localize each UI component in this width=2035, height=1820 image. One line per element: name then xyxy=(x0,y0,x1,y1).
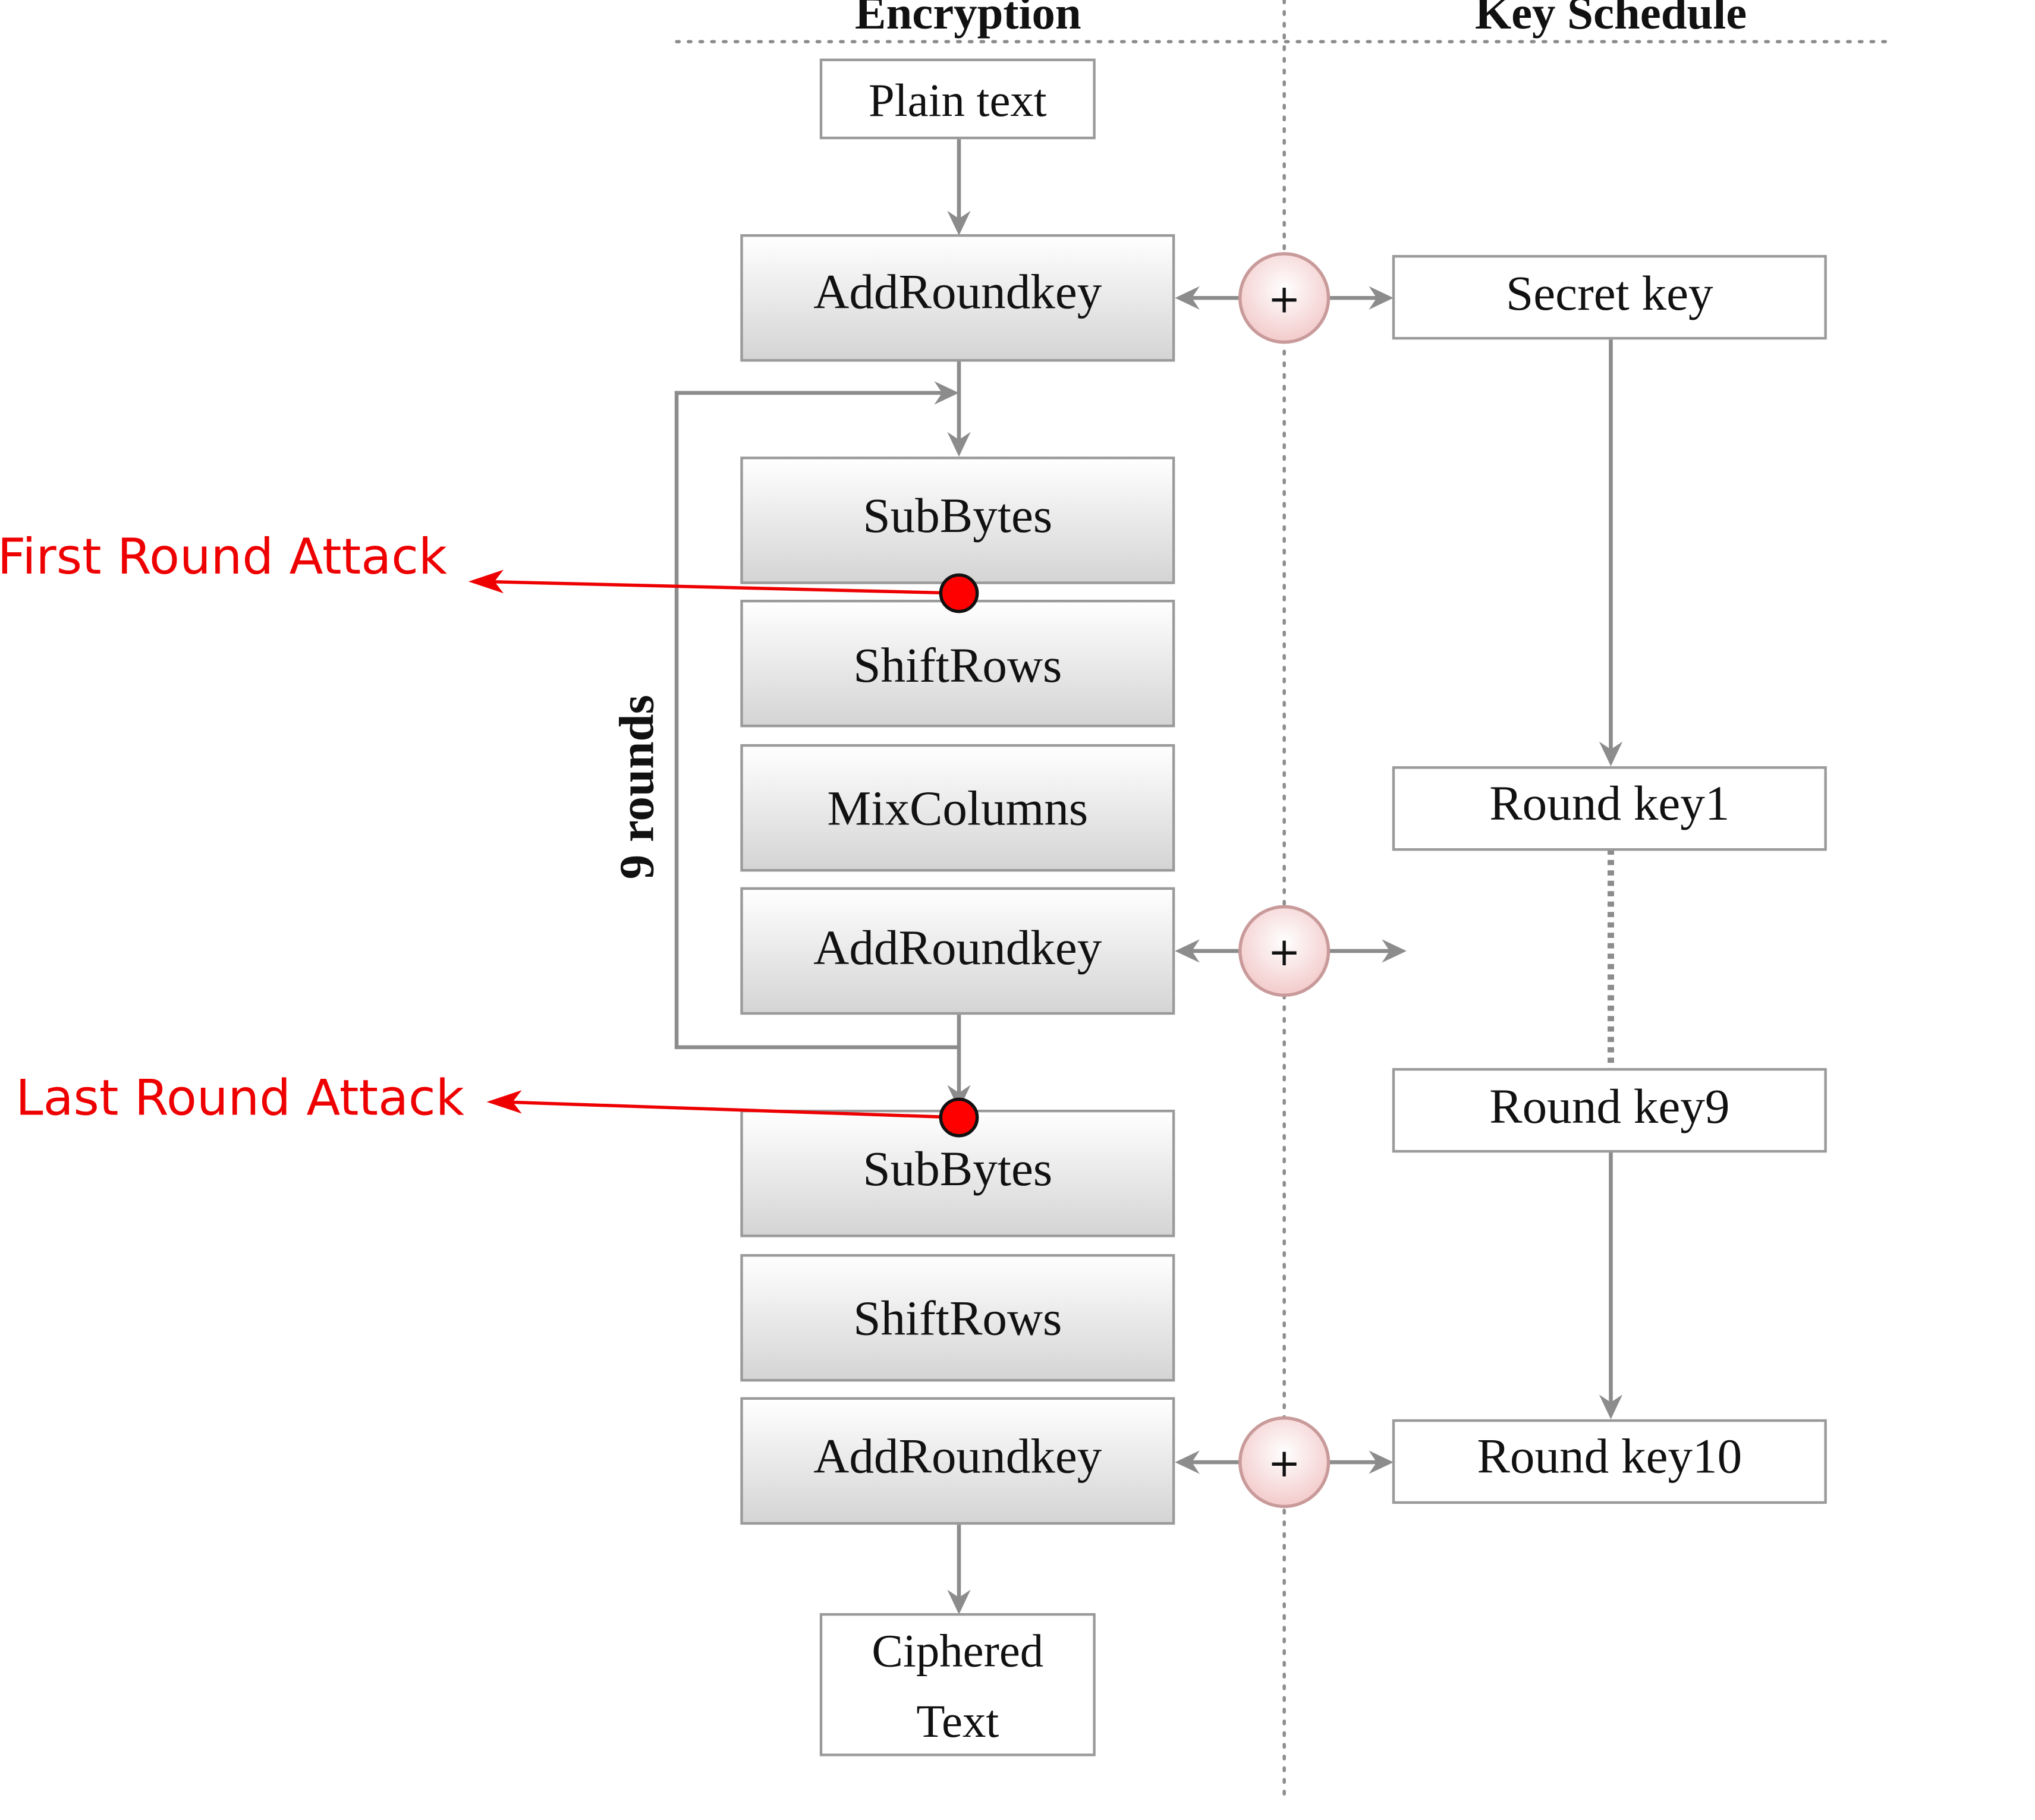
xor-node-round: + xyxy=(1238,905,1331,997)
key-schedule-header: Key Schedule xyxy=(1475,0,1747,39)
round-key-10-node: Round key10 xyxy=(1392,1419,1827,1504)
key-box xyxy=(1392,1068,1827,1153)
secret-key-node: Secret key xyxy=(1392,255,1827,340)
key-box xyxy=(1392,255,1827,340)
xor-circle xyxy=(1238,1416,1331,1509)
step-label: ShiftRows xyxy=(853,638,1062,692)
arrowhead-down xyxy=(947,210,971,236)
xor-symbol: + xyxy=(1268,1441,1301,1486)
step-shift-rows-round: ShiftRows xyxy=(740,600,1175,728)
xor-symbol: + xyxy=(1268,276,1301,322)
step-box xyxy=(740,1254,1175,1382)
attack-arrowhead xyxy=(486,1090,522,1114)
attack-arrow-line xyxy=(484,580,960,595)
xor-symbol: + xyxy=(1268,930,1301,975)
step-label: AddRoundkey xyxy=(813,265,1102,319)
step-box xyxy=(740,887,1175,1015)
step-label: ShiftRows xyxy=(853,1291,1062,1346)
encryption-header: Encryption xyxy=(855,0,1081,39)
xor-circle xyxy=(1238,252,1331,344)
key-label: Secret key xyxy=(1506,266,1713,320)
step-box xyxy=(740,600,1175,728)
step-mix-columns-round: MixColumns xyxy=(740,744,1175,872)
arrow-heads xyxy=(934,210,1623,1615)
step-label: MixColumns xyxy=(827,781,1088,836)
step-box xyxy=(740,456,1175,584)
attack-arrow-line xyxy=(502,1100,960,1119)
key-box xyxy=(1392,1419,1827,1504)
step-box xyxy=(740,234,1175,362)
key-label: Round key1 xyxy=(1489,776,1729,830)
attack-point-dot xyxy=(939,573,979,613)
nine-rounds-label: 9 rounds xyxy=(609,695,664,879)
arrowhead-left xyxy=(1175,939,1200,963)
round-key-9-node: Round key9 xyxy=(1392,1068,1827,1153)
step-sub-bytes-round: SubBytes xyxy=(740,456,1175,584)
step-label: AddRoundkey xyxy=(813,920,1102,975)
ciphered-text-label-line1: Ciphered xyxy=(872,1626,1043,1677)
arrowhead-right xyxy=(1369,1450,1394,1474)
arrowhead-down xyxy=(947,1589,971,1615)
ciphered-text-label-line2: Text xyxy=(916,1696,999,1747)
key-label: Round key10 xyxy=(1477,1429,1742,1484)
arrowhead-down xyxy=(1599,1394,1623,1419)
step-add-round-key-initial: AddRoundkey xyxy=(740,234,1175,362)
last-round-attack-label: Last Round Attack xyxy=(15,1069,464,1127)
ciphered-text-box xyxy=(819,1613,1096,1756)
arrowhead-left xyxy=(1175,1450,1200,1474)
attack-arrowhead xyxy=(468,569,504,594)
first-round-attack-label: First Round Attack xyxy=(0,528,447,585)
arrowhead-left xyxy=(1175,286,1200,310)
arrowhead-down xyxy=(947,1085,971,1110)
xor-node-final: + xyxy=(1238,1416,1331,1509)
arrowhead-down xyxy=(1599,741,1623,767)
step-label: SubBytes xyxy=(863,1141,1052,1196)
step-add-round-key-round: AddRoundkey xyxy=(740,887,1175,1015)
last-round-attack-annotation: Last Round Attack xyxy=(15,1069,979,1138)
arrowhead-right xyxy=(934,381,960,405)
attack-point-dot xyxy=(939,1097,979,1138)
step-shift-rows-final: ShiftRows xyxy=(740,1254,1175,1382)
key-label: Round key9 xyxy=(1489,1079,1729,1133)
arrowhead-right xyxy=(1369,286,1394,310)
step-label: AddRoundkey xyxy=(813,1429,1102,1484)
xor-node-initial: + xyxy=(1238,252,1331,344)
round-key-1-node: Round key1 xyxy=(1392,766,1827,851)
step-box xyxy=(740,1397,1175,1525)
key-box xyxy=(1392,766,1827,851)
round-loop-line xyxy=(674,391,960,1050)
step-label: SubBytes xyxy=(863,488,1052,543)
arrowhead-down xyxy=(947,432,971,457)
plain-text-box xyxy=(819,58,1096,140)
arrowhead-right xyxy=(1382,939,1407,963)
plain-text-label: Plain text xyxy=(869,75,1047,127)
step-add-round-key-final: AddRoundkey xyxy=(740,1397,1175,1525)
first-round-attack-annotation: First Round Attack xyxy=(0,528,979,613)
step-box xyxy=(740,744,1175,872)
xor-circle xyxy=(1238,905,1331,997)
